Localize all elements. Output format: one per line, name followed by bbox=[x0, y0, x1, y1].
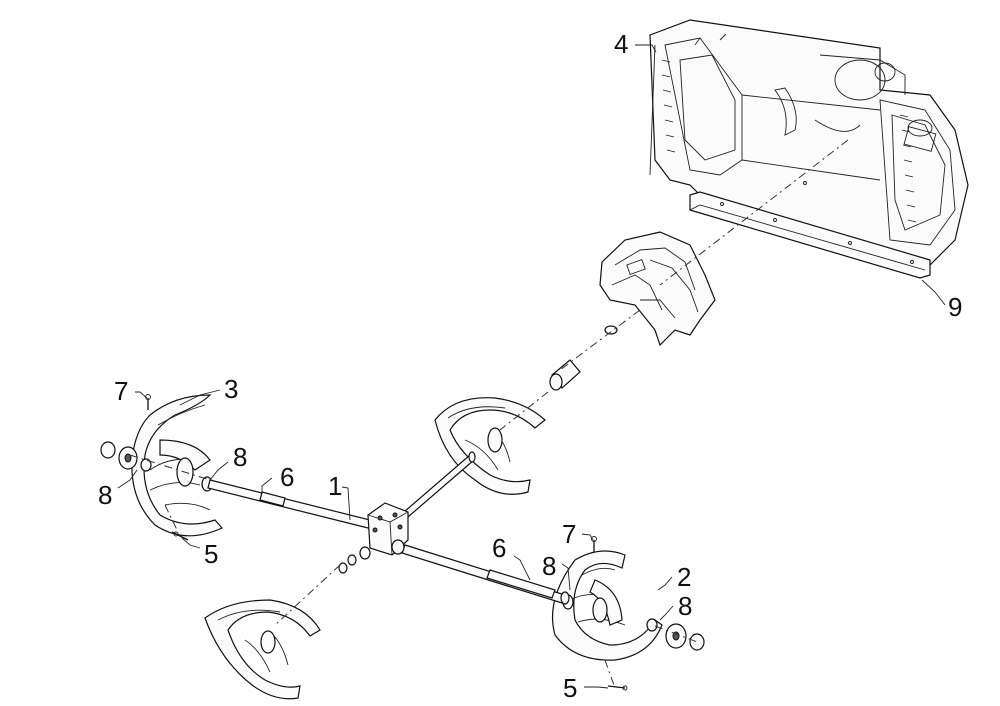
right-auger-2 bbox=[551, 550, 663, 661]
shear-pin-7-right bbox=[591, 536, 597, 552]
upper-auger bbox=[434, 397, 546, 495]
scraper-bar bbox=[689, 181, 931, 279]
callout-numbers: 4 9 7 3 8 8 6 1 5 6 7 8 2 8 5 bbox=[98, 29, 962, 703]
callout-4: 4 bbox=[614, 29, 628, 59]
callout-7-left: 7 bbox=[114, 376, 128, 406]
callout-7-right: 7 bbox=[562, 519, 576, 549]
callout-6-left: 6 bbox=[280, 462, 294, 492]
callout-8-right-lower: 8 bbox=[678, 591, 692, 621]
cotter-pin-5-right bbox=[607, 685, 628, 691]
callout-8-right-upper: 8 bbox=[542, 551, 556, 581]
callout-8-left-lower: 8 bbox=[98, 480, 112, 510]
assembly-axis-lines bbox=[129, 139, 849, 689]
callout-8-left-upper: 8 bbox=[233, 442, 247, 472]
callout-6-right: 6 bbox=[492, 533, 506, 563]
gearbox-1 bbox=[338, 502, 409, 574]
leader-lines bbox=[117, 44, 946, 689]
cotter-pin-5-left bbox=[171, 531, 189, 541]
right-bearing-parts bbox=[646, 618, 705, 651]
callout-1: 1 bbox=[328, 471, 342, 501]
callout-2: 2 bbox=[677, 562, 691, 592]
callout-5-right: 5 bbox=[563, 673, 577, 703]
callout-5-left: 5 bbox=[204, 539, 218, 569]
impeller-shaft bbox=[396, 451, 476, 524]
impeller-shaft-parts bbox=[549, 325, 618, 391]
left-bearing-parts bbox=[100, 441, 152, 472]
callout-9: 9 bbox=[948, 292, 962, 322]
lower-left-auger bbox=[204, 599, 321, 700]
impeller bbox=[599, 231, 716, 347]
callout-3: 3 bbox=[224, 374, 238, 404]
